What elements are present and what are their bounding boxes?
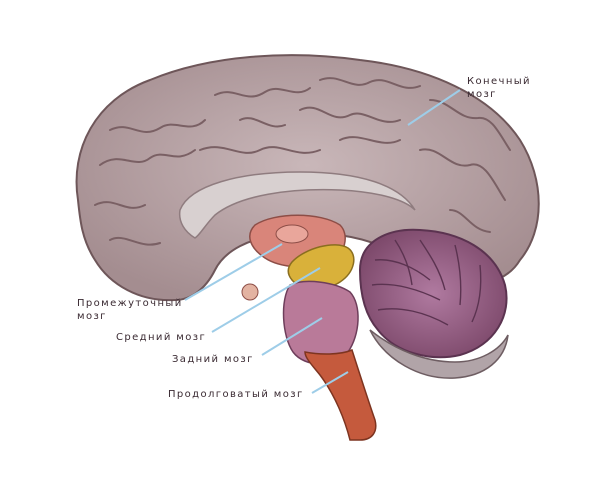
cerebellum-lower — [369, 329, 509, 379]
label-metencephalon: Задний мозг — [172, 354, 254, 365]
medulla-oblongata — [304, 348, 377, 441]
pituitary — [241, 283, 259, 301]
pointer-myelencephalon — [311, 371, 349, 394]
label-telencephalon-line2: мозг — [467, 89, 497, 100]
label-mesencephalon: Средний мозг — [116, 332, 207, 343]
pointer-lines — [184, 89, 461, 394]
label-myelencephalon: Продолговатый мозг — [168, 389, 304, 400]
corpus-callosum — [178, 171, 416, 239]
thalamus — [275, 224, 309, 244]
pointer-metencephalon — [261, 317, 323, 356]
label-diencephalon: Промежуточный мозг — [77, 297, 183, 323]
pointer-diencephalon — [184, 243, 283, 301]
label-telencephalon-line1: Конечный — [467, 76, 531, 87]
label-diencephalon-line2: мозг — [77, 311, 107, 322]
pointer-mesencephalon — [211, 267, 321, 333]
cerebellum-folia — [371, 239, 482, 326]
label-diencephalon-line1: Промежуточный — [77, 298, 183, 309]
pointer-telencephalon — [407, 89, 461, 126]
cortex-sulci — [94, 77, 511, 246]
label-telencephalon: Конечный мозг — [467, 75, 531, 101]
